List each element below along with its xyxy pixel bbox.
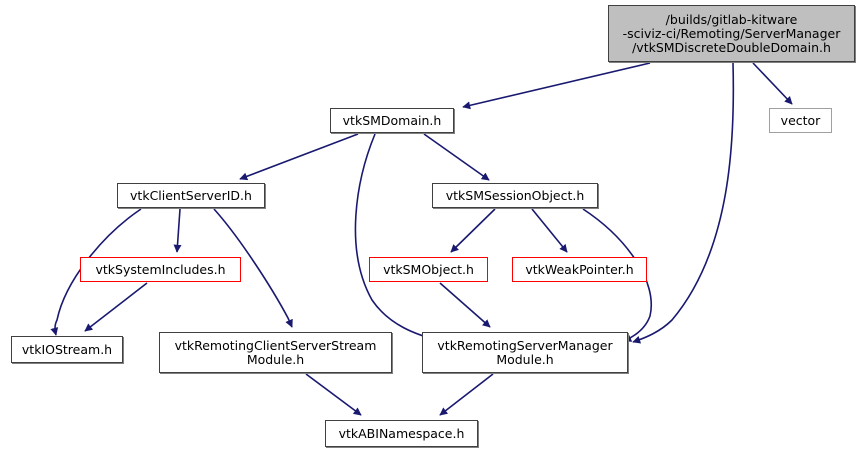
node-vtksystemincludes-label: vtkSystemIncludes.h — [95, 261, 226, 277]
node-vtkiostream-label: vtkIOStream.h — [21, 341, 113, 357]
node-root-label: /builds/gitlab-kitware -sciviz-ci/Remoti… — [622, 11, 841, 55]
edge-smobject-to-remotingservermanagermodule — [439, 282, 491, 328]
edge-root-to-vector — [752, 62, 793, 105]
edge-remotingservermanagermodule-to-abinamespace — [439, 373, 494, 416]
node-vtkabinamespace-label: vtkABINamespace.h — [338, 425, 465, 441]
node-vtksmsessionobject-label: vtkSMSessionObject.h — [445, 187, 585, 203]
edge-clientserverid-to-systemincludes — [173, 208, 182, 253]
node-vtkclientserverid[interactable]: vtkClientServerID.h — [117, 183, 265, 208]
node-vtksmobject-label: vtkSMObject.h — [383, 261, 474, 277]
node-vtkremotingclientserverstreammodule-label: vtkRemotingClientServerStream Module.h — [174, 337, 377, 367]
edge-root-to-remotingservermanagermodule — [632, 62, 735, 344]
edge-smsessionobject-to-weakpointer — [531, 208, 568, 253]
node-vector[interactable]: vector — [769, 108, 832, 133]
edge-remotingclientserverstreammodule-to-abinamespace — [305, 373, 362, 416]
node-vtkweakpointer[interactable]: vtkWeakPointer.h — [512, 257, 647, 282]
edge-vtksmdomain-to-remotingservermanagermodule — [354, 133, 442, 344]
edge-clientserverid-to-iostream — [50, 208, 142, 336]
edge-vtksmdomain-to-smsessionobject — [423, 133, 490, 181]
node-vtksmdomain-label: vtkSMDomain.h — [342, 112, 442, 128]
edge-systemincludes-to-iostream — [84, 282, 148, 332]
node-vtkremotingclientserverstreammodule[interactable]: vtkRemotingClientServerStream Module.h — [159, 332, 392, 373]
edge-smsessionobject-to-remotingservermanagermodule — [582, 208, 653, 342]
node-vector-label: vector — [780, 112, 821, 128]
node-vtkweakpointer-label: vtkWeakPointer.h — [525, 261, 634, 277]
node-vtksmsessionobject[interactable]: vtkSMSessionObject.h — [432, 183, 598, 208]
edge-root-to-vtksmdomain — [462, 62, 651, 110]
edge-clientserverid-to-remotingclientserverstreammodule — [213, 208, 293, 328]
node-vtkabinamespace[interactable]: vtkABINamespace.h — [325, 420, 478, 447]
node-vtksystemincludes[interactable]: vtkSystemIncludes.h — [80, 257, 241, 282]
node-vtksmdomain[interactable]: vtkSMDomain.h — [330, 108, 454, 133]
edge-smsessionobject-to-smobject — [450, 208, 496, 253]
edge-vtksmdomain-to-clientserverid — [239, 133, 359, 181]
node-vtkclientserverid-label: vtkClientServerID.h — [130, 187, 252, 203]
node-vtkremotingservermanagermodule-label: vtkRemotingServerManager Module.h — [437, 337, 613, 367]
node-vtkremotingservermanagermodule[interactable]: vtkRemotingServerManager Module.h — [422, 332, 628, 373]
node-root[interactable]: /builds/gitlab-kitware -sciviz-ci/Remoti… — [608, 5, 855, 62]
node-vtksmobject[interactable]: vtkSMObject.h — [369, 257, 488, 282]
node-vtkiostream[interactable]: vtkIOStream.h — [11, 336, 123, 363]
